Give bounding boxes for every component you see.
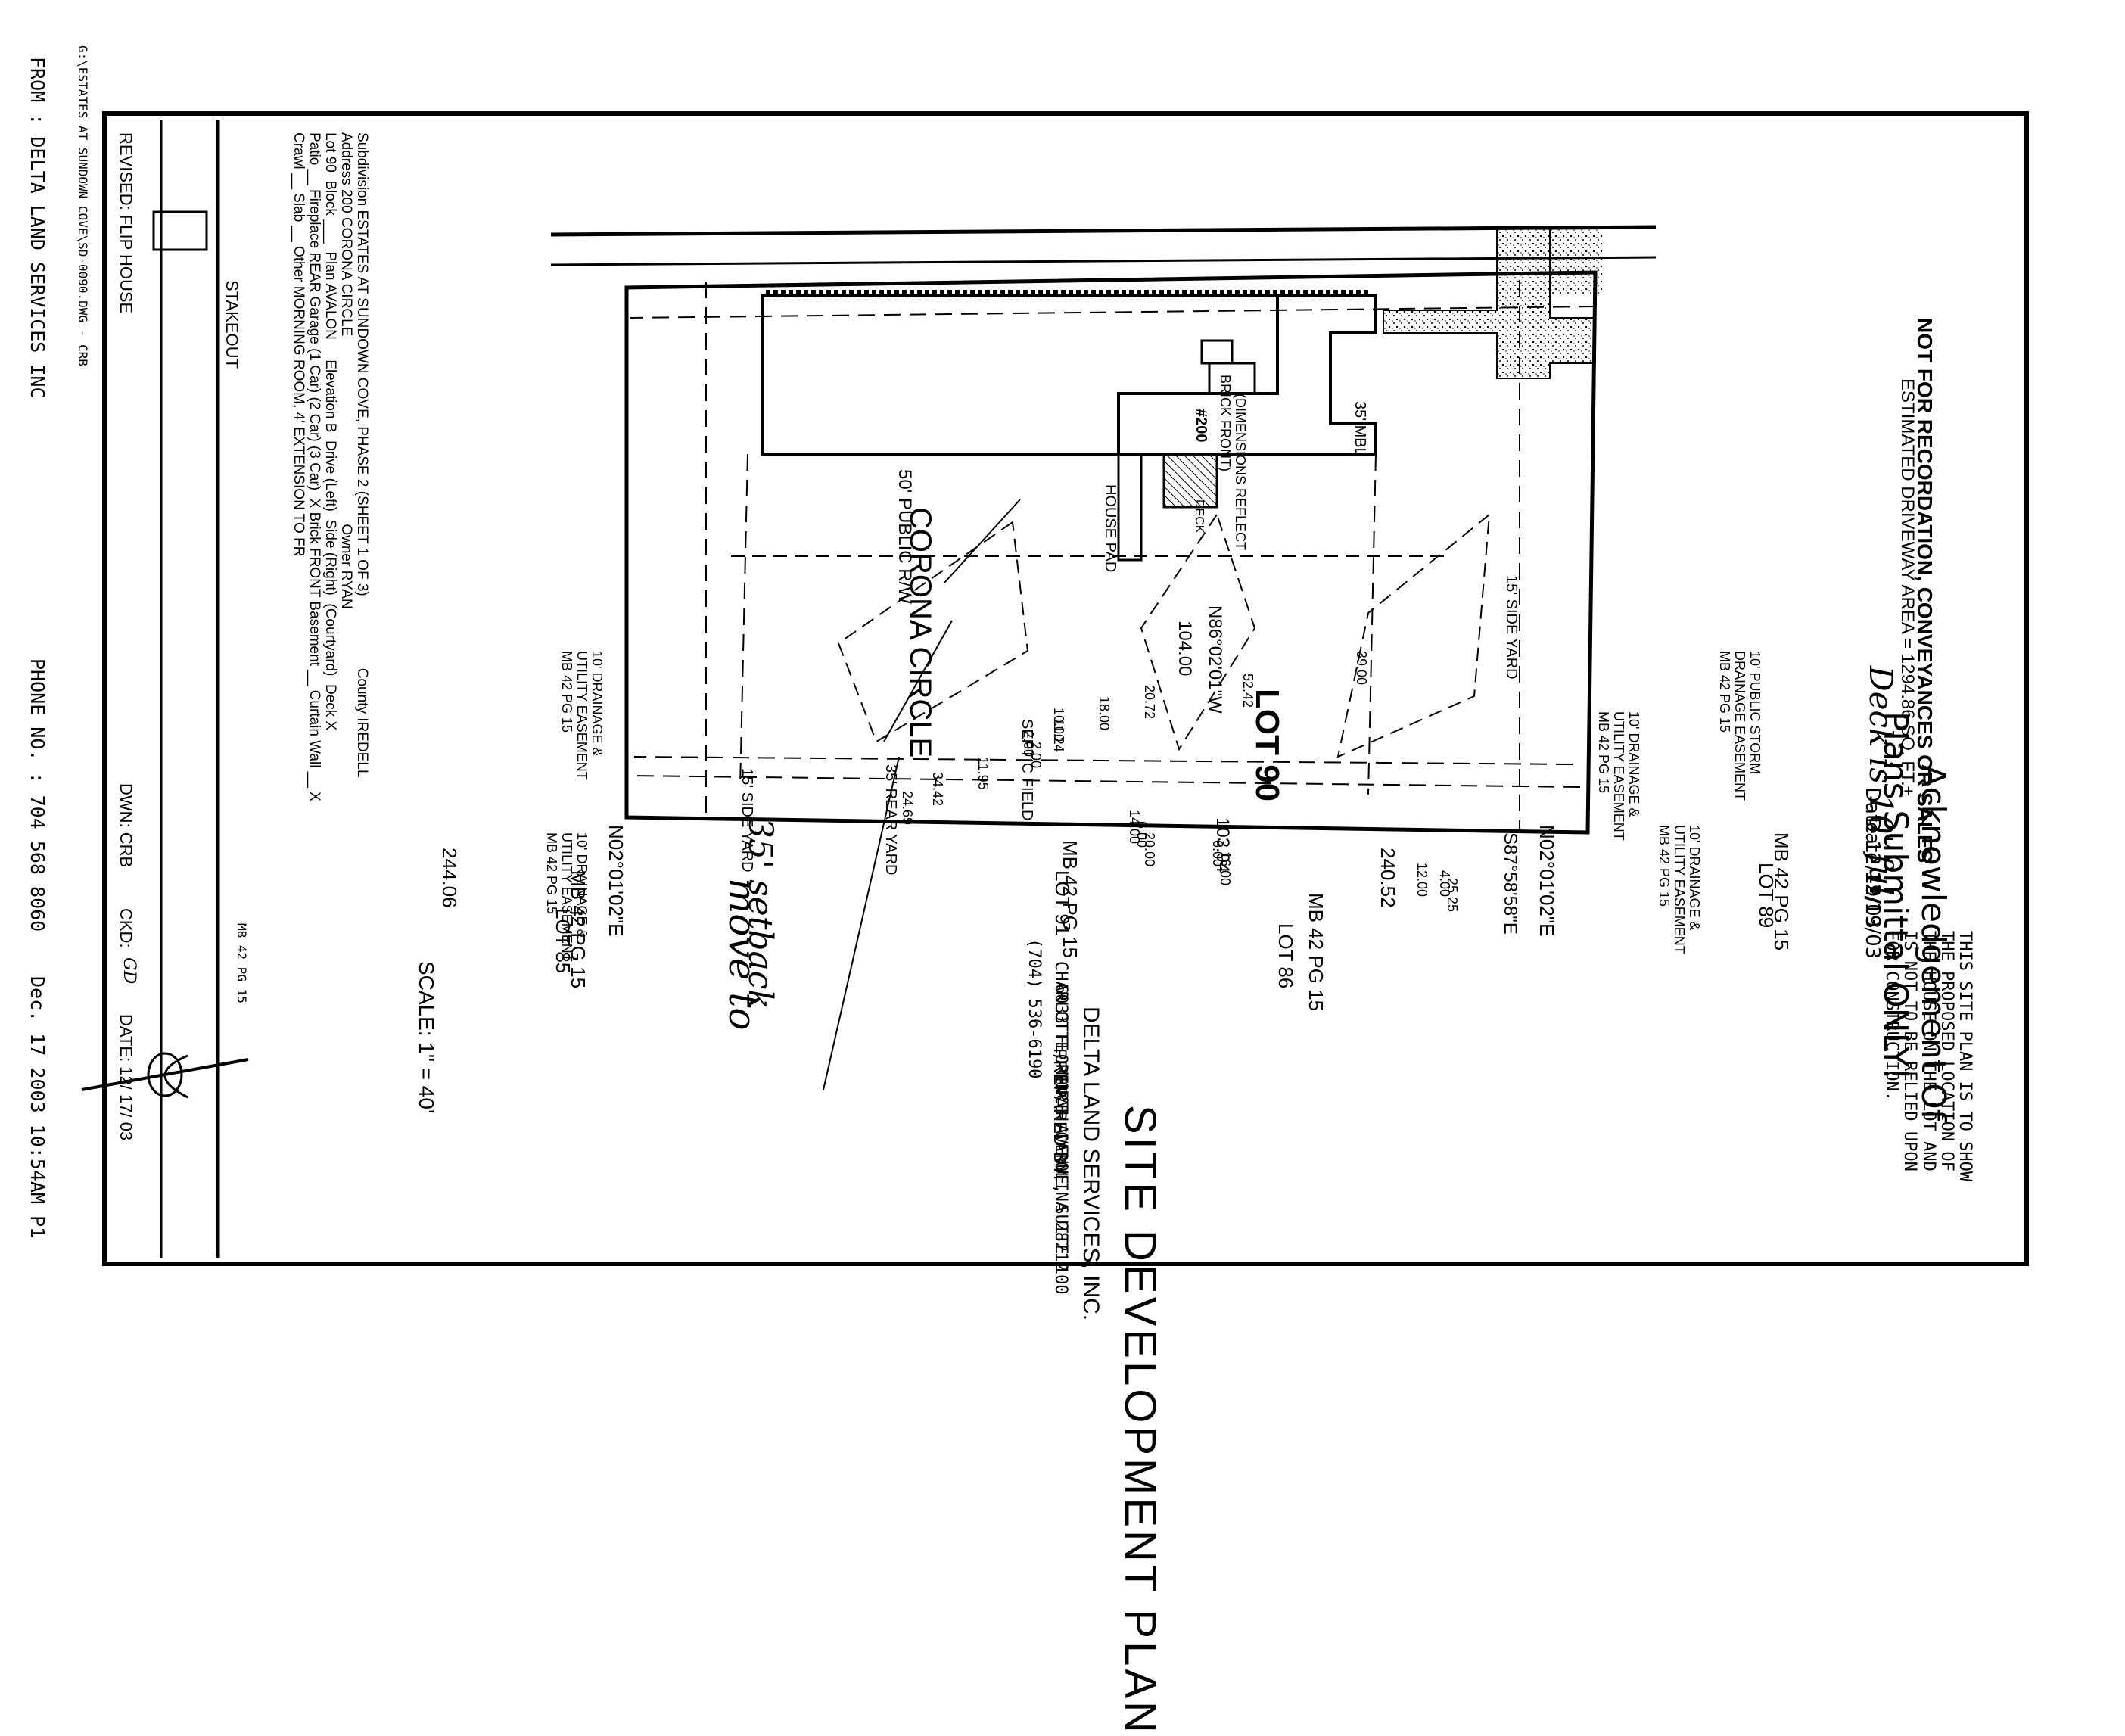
- lot86-ref: MB 42 PG 15: [1305, 893, 1327, 1012]
- bearing-top-len: 240.52: [1377, 848, 1399, 908]
- side-yard-top: 15' SIDE YARD: [1503, 575, 1520, 680]
- checked-by: CKD:: [117, 908, 135, 948]
- info-block: Subdivision ESTATES AT SUNDOWN COVE, PHA…: [291, 132, 370, 801]
- dim-52-42: 52.42: [1240, 674, 1255, 708]
- dim-11-95: 11.95: [975, 757, 991, 790]
- dim-10: 10.00: [1051, 708, 1066, 742]
- file-path: G:\ESTATES AT SUNDOWN COVE\SD-0090.DWG -…: [76, 45, 90, 366]
- dim-6a: 6.00: [1210, 840, 1225, 867]
- stakeout-box: [152, 210, 208, 251]
- company-address2: CHARLOTTE, NORTH CAROLINA 28212: [1051, 961, 1070, 1272]
- dim-12: 12.00: [1414, 863, 1430, 898]
- dim-20-72: 20.72: [1142, 685, 1157, 720]
- lot86: LOT 86: [1274, 923, 1297, 989]
- checked-initials: GD: [120, 957, 138, 985]
- house-outline: [1117, 294, 1377, 456]
- revised: REVISED: FLIP HOUSE: [117, 132, 135, 314]
- title: SITE DEVELOPMENT PLAN: [1115, 1105, 1165, 1736]
- bearing-front: N86°02'01"W: [1205, 605, 1225, 714]
- house-note-2: BRICK FRONT): [1218, 375, 1233, 471]
- bearing-bottom-len: 244.06: [438, 848, 461, 908]
- easement-1: 10' DRAINAGE & UTILITY EASEMENT MB 42 PG…: [1657, 825, 1702, 954]
- north-arrow-label: MB 42 PG 15: [235, 923, 249, 1003]
- dim-2b: 2.00: [1021, 730, 1036, 758]
- side-yard-bottom: 15' SIDE YARD: [739, 768, 755, 873]
- scale-label: SCALE: 1" = 40': [415, 961, 438, 1114]
- not-for-recordation: NOT FOR RECORDATION, CONVEYANCES OR SALE…: [1913, 318, 1937, 863]
- house-note-1: (DIMENSIONS REFLECT: [1233, 394, 1248, 551]
- dim-39: 39.00: [1354, 651, 1369, 686]
- dim-24-69: 24.69: [900, 791, 915, 826]
- lot91-ref: MB 42 PG 15: [1059, 840, 1081, 959]
- dim-34-42: 34.42: [930, 772, 945, 807]
- dim-14: 14.00: [1127, 810, 1142, 845]
- house-pad: HOUSE PAD: [1102, 484, 1119, 573]
- site-plan-drawing: [81, 111, 2029, 1266]
- dim-4: 4.00: [1437, 870, 1452, 898]
- lot-boundary: [624, 270, 1598, 835]
- easement-3: 10' PUBLIC STORM DRAINAGE EASEMENT MB 42…: [1717, 651, 1763, 801]
- dim-18: 18.00: [1097, 696, 1112, 731]
- street-row: 50' PUBLIC R/W: [894, 469, 915, 604]
- handwritten-note-deck: Deck is 10' ful: [1862, 666, 1899, 896]
- company-phone: (704) 536-6190: [1025, 938, 1044, 1079]
- site-plan-sheet: FROM : DELTA LAND SERVICES INC PHONE NO.…: [26, 45, 2029, 1736]
- sheet-border: [102, 111, 2029, 1266]
- north-arrow-icon: [81, 1052, 249, 1099]
- deck-label: DECK: [1193, 499, 1206, 534]
- easement-5: 10' DRAINAGE & UTILITY EASEMENT MB 42 PG…: [559, 651, 605, 780]
- bearing-rear: S87°58'58"E: [1500, 832, 1520, 935]
- easement-2: 10' DRAINAGE & UTILITY EASEMENT MB 42 PG…: [544, 832, 590, 962]
- bearing-front-len: 104.00: [1175, 621, 1195, 677]
- lot89-ref: MB 42 PG 15: [1770, 832, 1793, 951]
- house-plan-no: #200: [1193, 409, 1209, 443]
- rear-yard: 35' REAR YARD: [882, 764, 899, 876]
- bearing-top: N02°01'02"E: [1535, 825, 1558, 937]
- date: DATE: 12/ 17/ 03: [117, 1014, 135, 1141]
- mbl-label: 35' MBL: [1352, 401, 1368, 456]
- stakeout-label: STAKEOUT: [222, 280, 241, 369]
- deck: [1162, 453, 1218, 509]
- drawn-by: DWN: CRB: [117, 783, 135, 868]
- easement-4: 10' DRAINAGE & UTILITY EASEMENT MB 42 PG…: [1596, 711, 1641, 841]
- bearing-bottom: N02°01'02"E: [605, 825, 627, 937]
- company-name: DELTA LAND SERVICES, INC.: [1078, 1006, 1103, 1321]
